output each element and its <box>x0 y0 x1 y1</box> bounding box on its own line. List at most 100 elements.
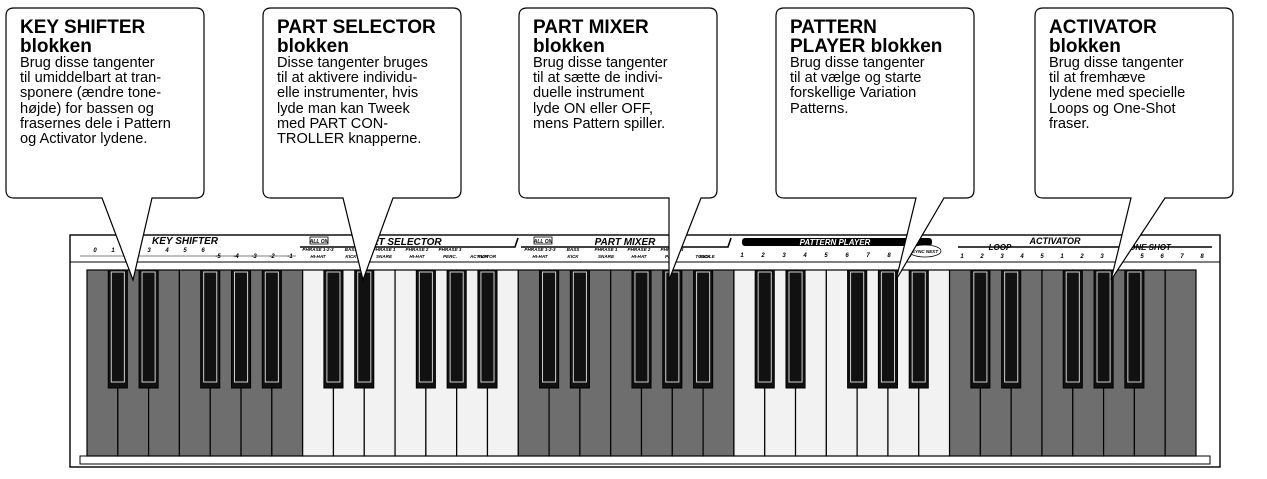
white-key <box>1164 269 1197 457</box>
key-shifter-number: -1 <box>287 254 293 260</box>
part-selector-label: PHRASE 3 <box>439 247 462 252</box>
activator-number: 2 <box>979 254 984 260</box>
callout-title: KEY SHIFTER blokken <box>20 17 146 57</box>
part-selector-title: PART SELECTOR <box>358 237 442 248</box>
black-key <box>785 269 806 389</box>
activator-number: 1 <box>1060 254 1064 260</box>
part-selector-label: HI-HAT <box>409 254 425 259</box>
callout-key-shifter: KEY SHIFTER blokken Brug disse tangenter… <box>5 7 206 283</box>
black-key <box>446 269 467 389</box>
part-mixer-title: PART MIXER <box>595 237 657 248</box>
activator-number: 6 <box>1160 254 1164 260</box>
black-key-highlight <box>572 271 587 383</box>
pattern-player-title: PATTERN PLAYER <box>800 238 871 247</box>
part-mixer-label: TOGGLE <box>695 254 715 259</box>
black-key <box>908 269 929 389</box>
black-key-highlight <box>233 271 249 383</box>
callout-title: PART MIXER blokken <box>533 17 649 57</box>
activator-loop: LOOP <box>989 243 1012 252</box>
pattern-player-number: 8 <box>887 253 891 259</box>
key-shifter-number: -2 <box>269 254 275 260</box>
black-key <box>477 269 498 389</box>
part-mixer-label: KICK <box>699 254 711 259</box>
black-key <box>1124 269 1145 389</box>
key-shifter-number: -4 <box>233 254 239 260</box>
activator-number: 1 <box>960 254 964 260</box>
black-key-highlight <box>1096 271 1111 383</box>
black-key-highlight <box>203 271 218 383</box>
part-mixer-bracket <box>521 237 732 248</box>
black-key-highlight <box>480 271 495 383</box>
part-mixer-label: HI-HAT <box>532 254 548 259</box>
black-key <box>200 269 221 389</box>
part-mixer-label: KICK <box>567 254 579 259</box>
part-mixer-label: PHRASE 1 <box>595 247 618 252</box>
part-selector-label: PERC. <box>443 254 457 259</box>
pattern-player-number: 3 <box>782 253 786 259</box>
part-selector-label: PHRASE 2 <box>406 247 429 252</box>
black-key <box>693 269 714 389</box>
part-mixer-label: SNARE <box>598 254 615 259</box>
black-key-highlight <box>326 271 341 383</box>
pattern-player-number: 4 <box>802 253 807 259</box>
callout-body: Brug disse tangenter til at fremhæve lyd… <box>1049 55 1186 132</box>
pattern-player-number: 2 <box>760 253 765 259</box>
part-mixer-all-on: ALL ON <box>533 239 553 245</box>
key-shifter-number: 5 <box>183 248 187 254</box>
callout-bubble <box>5 7 205 283</box>
callout-activator: ACTIVATOR blokken Brug disse tangenter t… <box>1034 7 1235 281</box>
activator-number: 7 <box>1180 254 1184 260</box>
part-mixer-label: PHRASE 2 <box>628 247 651 252</box>
black-key <box>631 269 652 389</box>
activator-one-shot: ONE SHOT <box>1129 243 1172 252</box>
part-selector-label: KICK <box>477 254 489 259</box>
key-shifter-number: -3 <box>251 254 257 260</box>
black-key <box>569 269 590 389</box>
pattern-player-number: 7 <box>866 253 870 259</box>
callout-bubble <box>262 7 462 283</box>
callout-body: Disse tangenter bruges til at aktivere i… <box>277 55 428 148</box>
black-key <box>1062 269 1083 389</box>
black-key-highlight <box>757 271 772 383</box>
callout-body: Brug disse tangenter til at sætte de ind… <box>533 55 668 132</box>
black-key <box>847 269 868 389</box>
activator-number: 8 <box>1200 254 1204 260</box>
key-shifter-number: 6 <box>201 248 205 254</box>
pattern-player-number: 5 <box>824 253 828 259</box>
callout-part-selector: PART SELECTOR blokken Disse tangenter br… <box>262 7 463 283</box>
keyboard-front-rail <box>79 455 1211 465</box>
black-key <box>323 269 344 389</box>
black-key-highlight <box>880 271 895 383</box>
part-selector-all-on: ALL ON <box>309 239 329 245</box>
sync-next-label: SYNC NEXT <box>912 249 939 254</box>
activator-title: ACTIVATOR <box>1029 236 1081 246</box>
key-shifter-number: 0 <box>93 248 97 254</box>
key-shifter-title: KEY SHIFTER <box>152 236 219 247</box>
part-selector-label: PHRASE 1-2-3 <box>302 247 334 252</box>
key-shifter-number: 1 <box>111 248 115 254</box>
activator-number: 2 <box>1079 254 1084 260</box>
part-selector-label: HI-HAT <box>310 254 326 259</box>
activator-number: 3 <box>1000 254 1004 260</box>
black-key-highlight <box>449 271 464 383</box>
black-key-highlight <box>110 271 125 383</box>
callout-body: Brug disse tangenter til at vælge og sta… <box>790 55 925 117</box>
black-key-highlight <box>542 271 557 383</box>
activator-number: 5 <box>1040 254 1044 260</box>
black-key <box>877 269 898 389</box>
callout-bubble <box>518 7 718 281</box>
black-key-highlight <box>264 271 279 383</box>
part-selector-label: ACTIVATOR <box>469 254 497 259</box>
pattern-player-number: 6 <box>845 253 849 259</box>
black-key <box>1001 269 1022 389</box>
part-selector-label: SNARE <box>376 254 393 259</box>
part-mixer-label: PHRASE 1-2-3 <box>524 247 556 252</box>
black-key <box>230 269 252 389</box>
black-key-highlight <box>788 271 803 383</box>
black-key <box>107 269 128 389</box>
part-mixer-label: BASS <box>567 247 581 252</box>
part-selector-label: PHRASE 1 <box>373 247 396 252</box>
part-selector-label: BASS <box>345 247 359 252</box>
black-key <box>970 269 991 389</box>
